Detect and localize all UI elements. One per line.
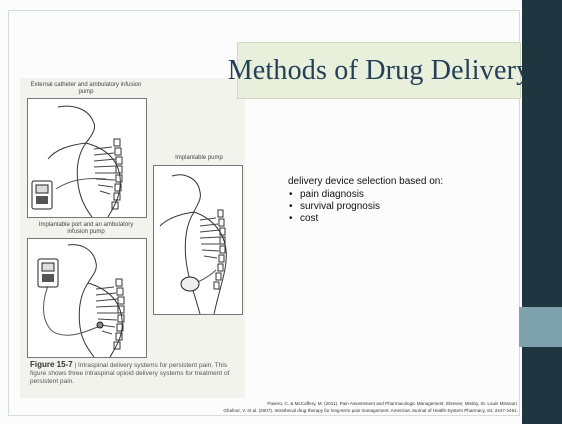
reference-1: Pasero, C. & McCaffery, M. (2011). Pain … (267, 401, 518, 406)
port-pump-illustration (28, 239, 146, 357)
implantable-pump-illustration (154, 166, 242, 314)
external-pump-illustration (28, 99, 146, 217)
bullet-list: pain diagnosis survival prognosis cost (288, 189, 518, 225)
content-block: delivery device selection based on: pain… (288, 176, 518, 225)
right-accent-block (519, 307, 562, 347)
reference-2: Ghafoor, V. et al. (2007). Intrathecal d… (223, 408, 518, 413)
slide-title: Methods of Drug Delivery (228, 55, 531, 87)
figure-frame-right (153, 165, 243, 315)
bullet-item: survival prognosis (288, 201, 518, 213)
title-box: Methods of Drug Delivery (237, 42, 521, 99)
figure-caption-number: Figure 15-7 (30, 360, 73, 369)
figure-label-right: Implantable pump (154, 155, 244, 162)
right-decorative-band (522, 0, 562, 424)
figure-label-bottom-left: Implantable port and an ambulatory infus… (30, 222, 142, 236)
figure-frame-bottom-left (27, 238, 147, 358)
bullet-item: pain diagnosis (288, 189, 518, 201)
figure-caption: Figure 15-7 | Intraspinal delivery syste… (30, 361, 245, 386)
figure-frame-top-left (27, 98, 147, 218)
content-intro: delivery device selection based on: (288, 176, 518, 188)
figure-label-top-left: External catheter and ambulatory infusio… (30, 82, 142, 96)
bullet-item: cost (288, 213, 518, 225)
